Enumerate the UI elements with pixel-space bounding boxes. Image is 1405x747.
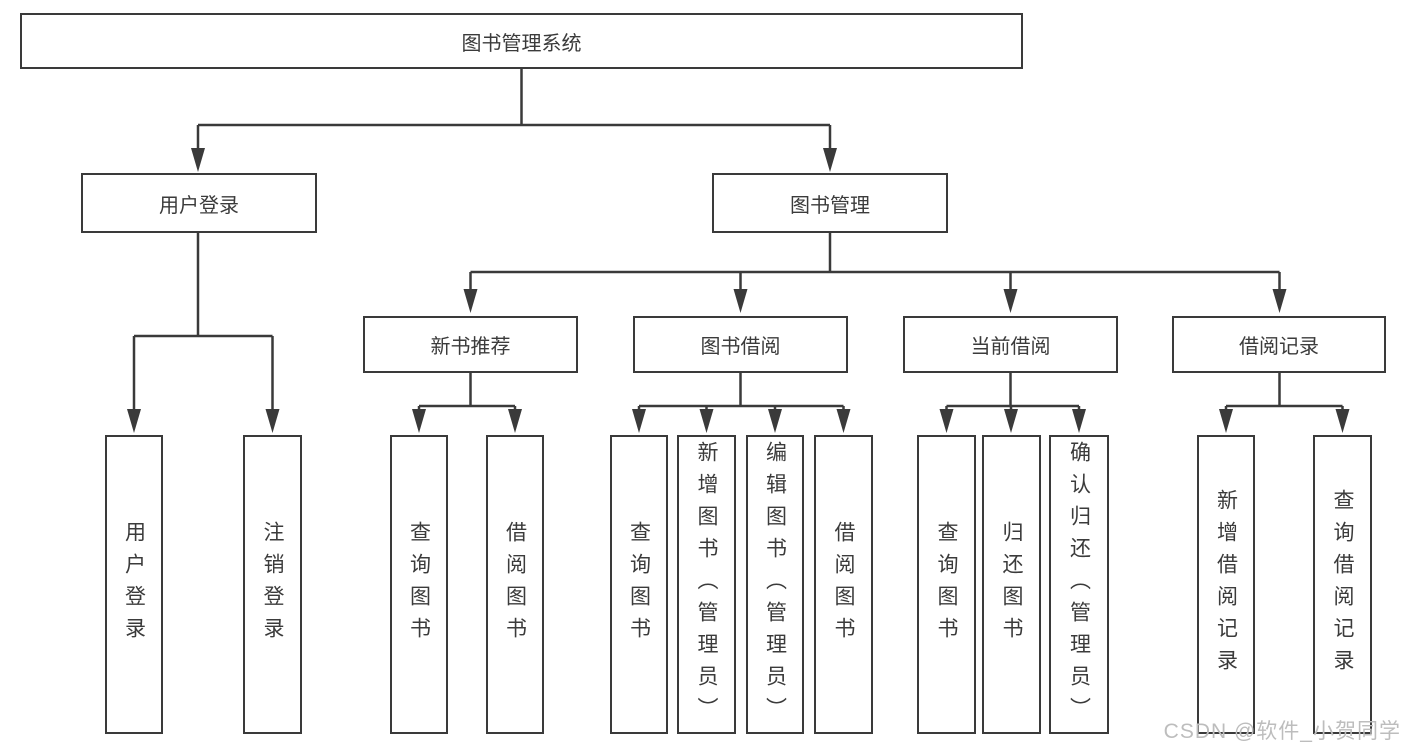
leaf-logout: 注销登录 bbox=[243, 435, 302, 734]
leaf-borrow-books-recommend: 借阅图书 bbox=[486, 435, 544, 734]
edges-book-borrow-children bbox=[632, 373, 851, 433]
leaf-query-books-borrow: 查询图书 bbox=[610, 435, 668, 734]
node-new-book-recommend: 新书推荐 bbox=[363, 316, 578, 373]
arrowhead bbox=[632, 409, 646, 433]
leaf-return-books: 归还图书 bbox=[982, 435, 1041, 734]
arrowhead bbox=[939, 409, 954, 433]
arrowhead bbox=[127, 409, 141, 433]
edges-root-to-level2 bbox=[191, 69, 837, 172]
arrowhead bbox=[1335, 409, 1350, 433]
leaf-confirm-return-admin: 确认归还（管理员） bbox=[1049, 435, 1109, 734]
node-root: 图书管理系统 bbox=[20, 13, 1023, 69]
edges-book-mgmt-children bbox=[463, 233, 1287, 313]
arrowhead bbox=[1003, 289, 1018, 313]
arrowhead bbox=[1272, 289, 1287, 313]
arrowhead bbox=[1219, 409, 1233, 433]
arrowhead bbox=[191, 148, 205, 172]
leaf-edit-books-admin: 编辑图书（管理员） bbox=[746, 435, 804, 734]
edges-user-login-children bbox=[127, 233, 280, 433]
leaf-query-books-current: 查询图书 bbox=[917, 435, 976, 734]
arrowhead bbox=[412, 409, 426, 433]
node-book-management: 图书管理 bbox=[712, 173, 948, 233]
arrowhead bbox=[733, 289, 748, 313]
edges-current-borrow-children bbox=[939, 373, 1086, 433]
arrowhead bbox=[823, 148, 837, 172]
csdn-watermark: CSDN @软件_小贺同学 bbox=[1163, 720, 1401, 743]
arrowhead bbox=[836, 409, 851, 433]
edges-new-book-recommend-children bbox=[412, 373, 522, 433]
node-borrow-records: 借阅记录 bbox=[1172, 316, 1386, 373]
leaf-add-books-admin: 新增图书（管理员） bbox=[677, 435, 736, 734]
leaf-user-login: 用户登录 bbox=[105, 435, 163, 734]
leaf-query-borrow-record: 查询借阅记录 bbox=[1313, 435, 1372, 734]
leaf-add-borrow-record: 新增借阅记录 bbox=[1197, 435, 1255, 734]
node-user-login: 用户登录 bbox=[81, 173, 317, 233]
arrowhead bbox=[699, 409, 714, 433]
leaf-borrow-books: 借阅图书 bbox=[814, 435, 873, 734]
arrowhead bbox=[768, 409, 782, 433]
leaf-query-books-recommend: 查询图书 bbox=[390, 435, 448, 734]
arrowhead bbox=[508, 409, 522, 433]
node-current-borrow: 当前借阅 bbox=[903, 316, 1118, 373]
arrowhead bbox=[1072, 409, 1086, 433]
arrowhead bbox=[1004, 409, 1018, 433]
edges-borrow-records-children bbox=[1219, 373, 1350, 433]
arrowhead bbox=[265, 409, 280, 433]
arrowhead bbox=[463, 289, 478, 313]
node-book-borrow: 图书借阅 bbox=[633, 316, 848, 373]
